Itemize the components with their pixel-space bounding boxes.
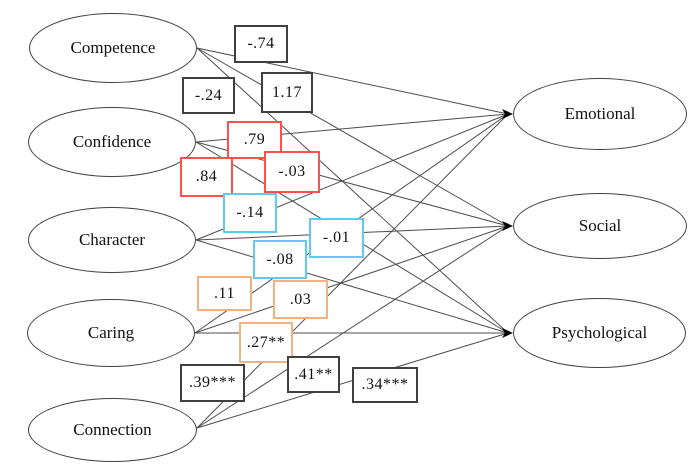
coefficient-value: .27** — [246, 333, 286, 351]
node-connection-label: Connection — [73, 420, 152, 439]
coefficient-value: -.03 — [278, 163, 306, 180]
node-caring: Caring — [27, 299, 195, 367]
edge-connection-emotional — [196, 113, 509, 429]
node-social: Social — [513, 193, 687, 259]
coefficient-value: .39*** — [189, 374, 236, 391]
coefficient-value: .41** — [294, 365, 333, 383]
edge-caring-social — [194, 225, 509, 334]
node-connection: Connection — [28, 398, 197, 462]
coefficient-value: .79 — [243, 131, 266, 148]
coefficient-box-caring-1: .11 — [197, 276, 252, 311]
node-competence-label: Competence — [70, 38, 156, 57]
coefficient-box-competence-1: -.74 — [234, 25, 288, 63]
coefficient-box-competence-3: 1.17 — [261, 72, 313, 113]
edge-character-psychological — [195, 239, 509, 334]
node-character: Character — [28, 207, 196, 273]
node-emotional-label: Emotional — [564, 104, 636, 123]
node-confidence: Confidence — [28, 107, 196, 177]
coefficient-value: .84 — [195, 168, 218, 185]
coefficient-value: .03 — [289, 290, 312, 308]
coefficient-value: .11 — [214, 284, 235, 302]
arrowhead-social — [502, 221, 513, 231]
node-confidence-label: Confidence — [72, 132, 152, 151]
coefficient-box-caring-3: .27** — [239, 322, 293, 363]
coefficient-value: -.24 — [194, 86, 223, 104]
edge-competence-psychological — [196, 47, 509, 334]
coefficient-box-character-3: -.08 — [253, 240, 307, 279]
arrowhead-psychological — [502, 328, 513, 338]
coefficient-box-confidence-3: -.03 — [264, 151, 320, 193]
coefficient-box-competence-2: -.24 — [182, 77, 235, 114]
coefficient-box-confidence-2: .84 — [180, 157, 233, 197]
edge-connection-social — [196, 225, 509, 429]
coefficient-value: -.74 — [247, 35, 275, 52]
coefficient-value: .34*** — [361, 376, 409, 393]
coefficient-value: -.14 — [236, 204, 264, 221]
coefficient-box-confidence-1: .79 — [227, 121, 282, 159]
node-caring-label: Caring — [87, 323, 135, 342]
node-emotional: Emotional — [513, 78, 687, 150]
coefficient-value: -.01 — [322, 229, 351, 246]
node-social-label: Social — [578, 216, 622, 235]
coefficient-box-connection-2: .41** — [287, 356, 340, 393]
edge-competence-social — [196, 47, 509, 227]
node-character-label: Character — [78, 230, 146, 249]
coefficient-box-connection-1: .39*** — [180, 364, 245, 402]
coefficient-value: -.08 — [266, 250, 294, 268]
coefficient-box-caring-2: .03 — [273, 280, 328, 319]
coefficient-box-connection-3: .34*** — [352, 367, 418, 403]
coefficient-box-character-1: -.14 — [223, 193, 277, 233]
node-psychological: Psychological — [513, 298, 686, 368]
coefficient-box-character-2: -.01 — [309, 218, 364, 258]
arrowhead-emotional — [502, 109, 513, 119]
coefficient-value: 1.17 — [272, 83, 302, 101]
node-psychological-label: Psychological — [551, 323, 648, 342]
node-competence: Competence — [29, 13, 197, 83]
